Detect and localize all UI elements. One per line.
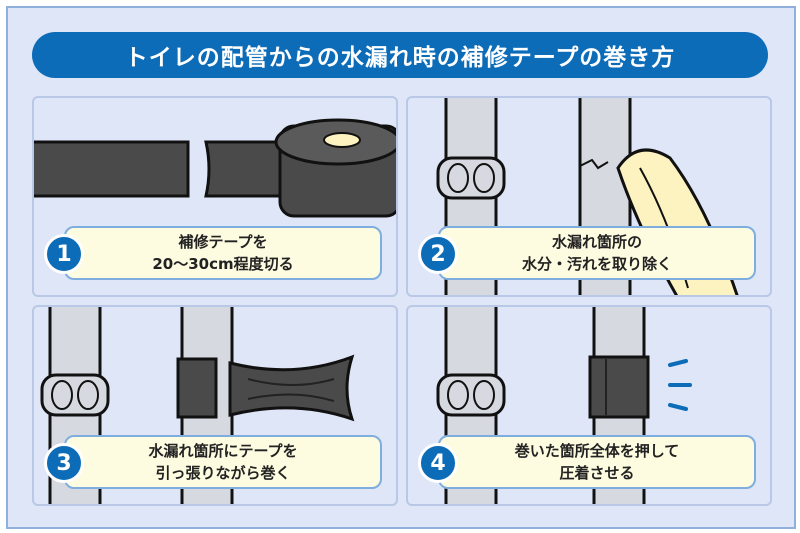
step-caption-line1: 補修テープを (178, 233, 268, 251)
step-caption-line1: 水漏れ箇所にテープを (148, 442, 298, 460)
step-number-badge: 4 (418, 443, 458, 483)
step-caption: 水漏れ箇所の 水分・汚れを取り除く (438, 226, 756, 280)
step-caption-line2: 水分・汚れを取り除く (521, 255, 672, 273)
step-caption-line2: 引っ張りながら巻く (155, 464, 291, 482)
step-caption-line2: 圧着させる (559, 464, 635, 482)
step-number-badge: 3 (44, 443, 84, 483)
page-title: トイレの配管からの水漏れ時の補修テープの巻き方 (32, 32, 768, 78)
step-panel-4: 巻いた箇所全体を押して 圧着させる 4 (406, 305, 772, 506)
step-caption: 巻いた箇所全体を押して 圧着させる (438, 435, 756, 489)
step-panel-2: 水漏れ箇所の 水分・汚れを取り除く 2 (406, 96, 772, 297)
step-panel-3: 水漏れ箇所にテープを 引っ張りながら巻く 3 (32, 305, 398, 506)
step-caption-line1: 巻いた箇所全体を押して (514, 442, 680, 460)
step-caption: 補修テープを 20〜30cm程度切る (64, 226, 382, 280)
step-panel-1: 補修テープを 20〜30cm程度切る 1 (32, 96, 398, 297)
step-caption-line1: 水漏れ箇所の (551, 233, 642, 251)
step-number-badge: 1 (44, 234, 84, 274)
step-number-badge: 2 (418, 234, 458, 274)
step-caption-line2: 20〜30cm程度切る (152, 255, 294, 273)
tape-cut-illustration (34, 118, 396, 218)
step-caption: 水漏れ箇所にテープを 引っ張りながら巻く (64, 435, 382, 489)
